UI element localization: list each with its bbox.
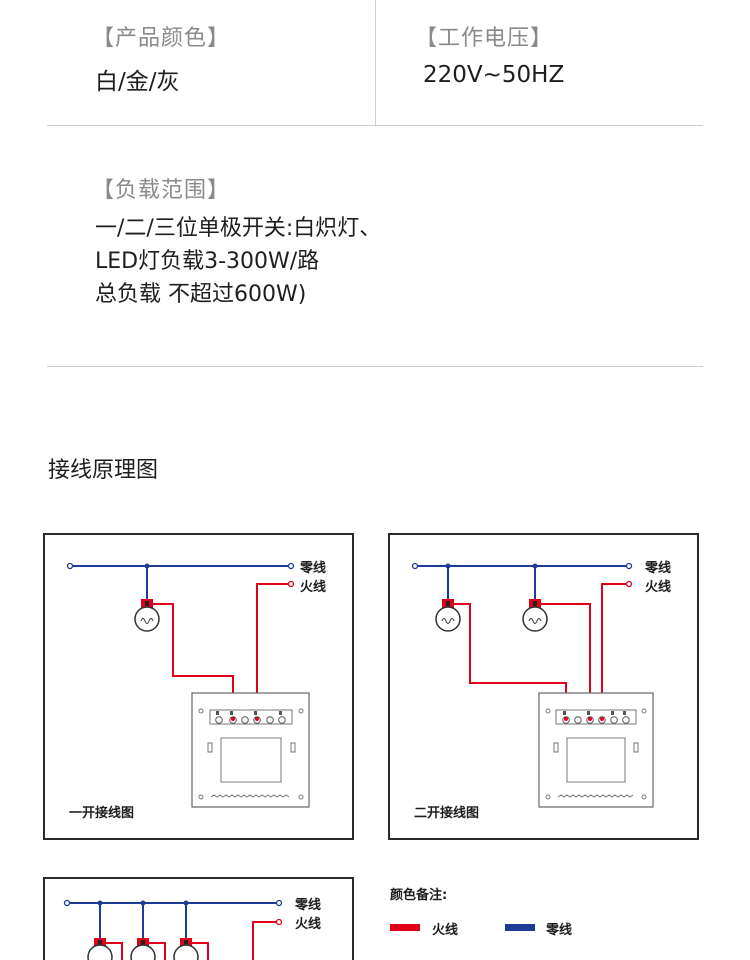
voltage-label: 【工作电压】 <box>415 26 554 51</box>
live-wire-label: 火线 <box>295 917 322 932</box>
neutral-wire-label: 零线 <box>645 561 672 576</box>
product-color-label: 【产品颜色】 <box>92 26 231 51</box>
live-color-swatch <box>390 924 420 931</box>
spec-divider-1 <box>47 125 703 126</box>
live-wire-label: 火线 <box>645 580 672 595</box>
spec-divider-vertical <box>375 0 376 126</box>
load-line-2: LED灯负载3-300W/路 <box>95 249 320 274</box>
wiring-section-title: 接线原理图 <box>48 458 159 483</box>
neutral-legend-label: 零线 <box>546 923 573 938</box>
product-color-value: 白/金/灰 <box>95 69 180 95</box>
double-switch-diagram: 零线 火线 二开接线图 <box>388 533 699 840</box>
load-line-3: 总负载 不超过600W) <box>95 282 307 307</box>
single-switch-wiring-svg <box>66 562 310 808</box>
spec-divider-2 <box>47 366 703 367</box>
double-switch-caption: 二开接线图 <box>414 806 480 821</box>
load-range-value: 一/二/三位单极开关:白炽灯、 LED灯负载3-300W/路 总负载 不超过60… <box>95 212 381 311</box>
triple-switch-wiring-svg <box>63 899 283 960</box>
neutral-color-swatch <box>505 924 535 931</box>
double-switch-wiring-svg <box>411 562 654 808</box>
live-legend-label: 火线 <box>432 923 459 938</box>
voltage-value: 220V~50HZ <box>423 62 565 88</box>
single-switch-diagram: 零线 火线 一开接线图 <box>43 533 354 840</box>
load-range-label: 【负载范围】 <box>92 178 231 203</box>
single-switch-caption: 一开接线图 <box>69 806 135 821</box>
live-wire-label: 火线 <box>300 580 327 595</box>
triple-switch-diagram: 零线 火线 <box>43 877 354 960</box>
load-line-1: 一/二/三位单极开关:白炽灯、 <box>95 216 382 241</box>
neutral-wire-label: 零线 <box>295 898 322 913</box>
neutral-wire-label: 零线 <box>300 561 327 576</box>
color-legend-title: 颜色备注: <box>390 888 448 903</box>
